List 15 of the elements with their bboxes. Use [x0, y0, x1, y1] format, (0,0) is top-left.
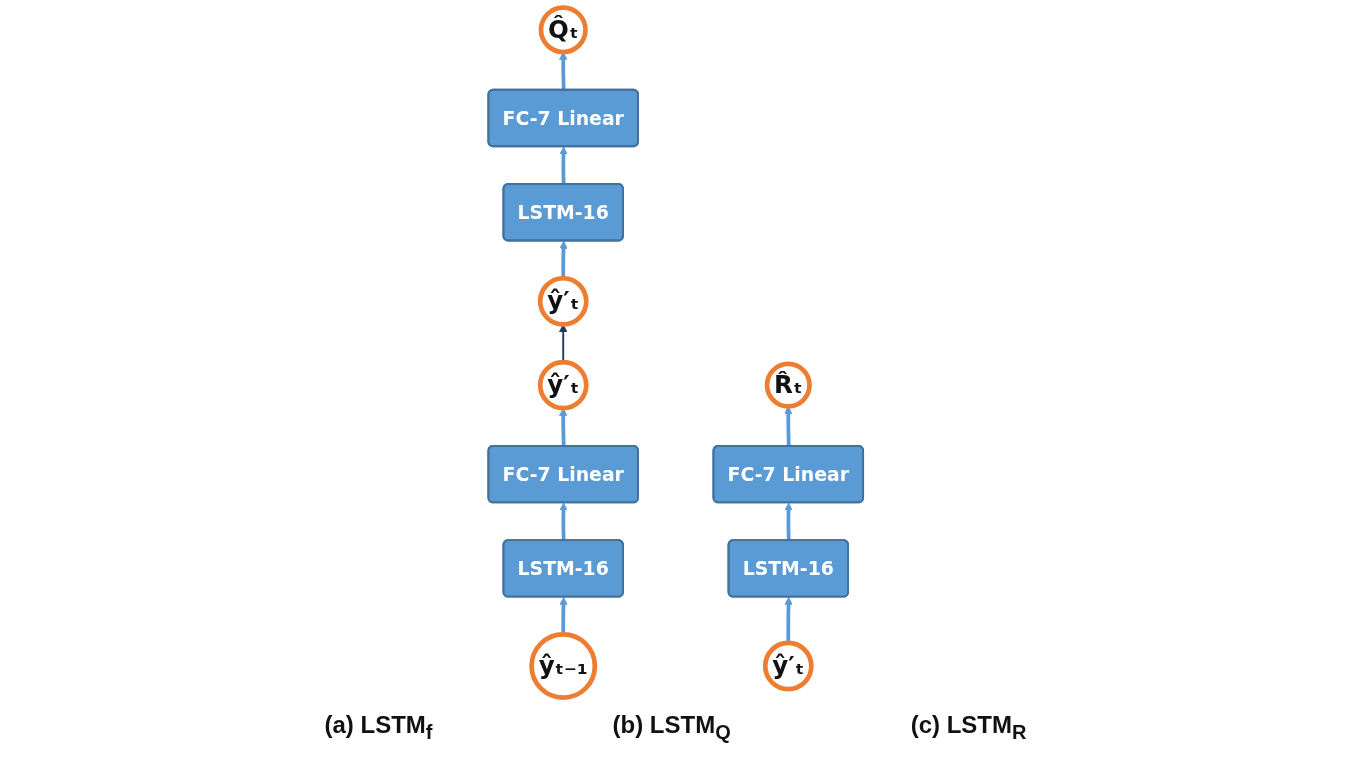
caption-text: (a) LSTM$_{f}$: [324, 711, 433, 744]
caption-text: (b) LSTM$_{Q}$: [612, 711, 731, 744]
arrow: [558, 407, 568, 447]
caption-text: (c) LSTM$_{R}$: [910, 711, 1027, 744]
node-circle: ŷₜ₋₁: [528, 632, 597, 700]
arrow: [783, 406, 793, 447]
node-circle: ŷ′ₜ: [762, 640, 814, 692]
node-circle: Q̂ₜ: [538, 5, 588, 55]
arrow: [559, 146, 568, 185]
arrow: [784, 502, 793, 541]
arrow: [784, 596, 793, 643]
arrow: [559, 502, 568, 541]
node-circle: ŷ′ₜ: [537, 275, 589, 327]
node-circle: R̂ₜ: [764, 361, 812, 409]
node-circle: ŷ′ₜ: [537, 359, 589, 411]
